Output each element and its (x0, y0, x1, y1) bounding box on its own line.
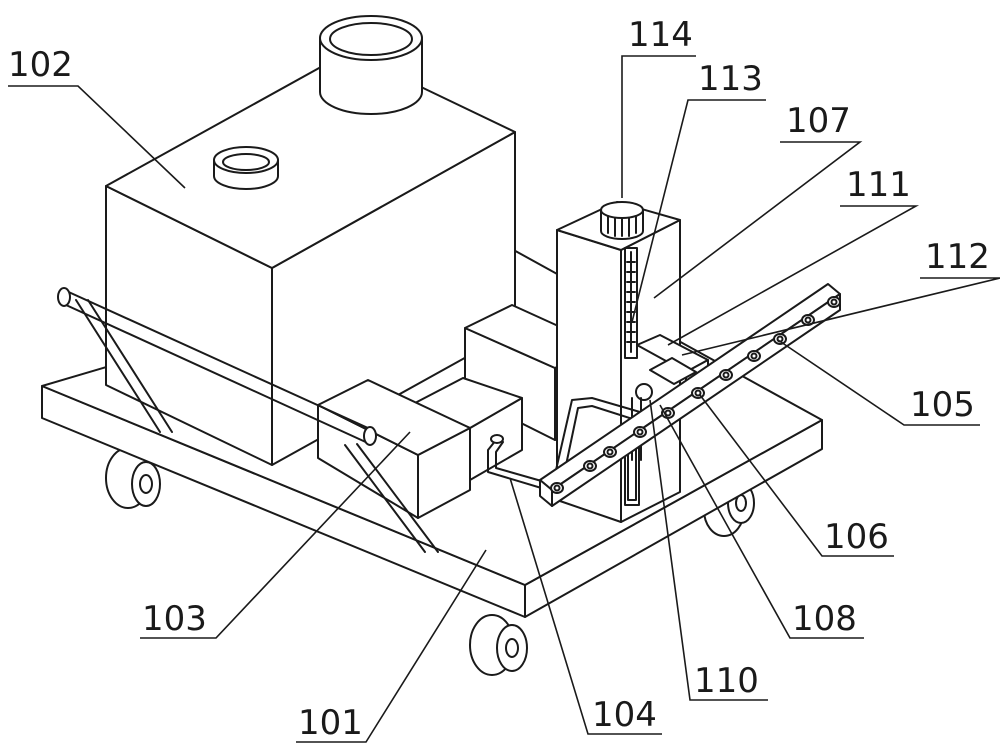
push-handle (57, 287, 439, 553)
label-114: 114 (628, 15, 693, 55)
screw-rod (626, 251, 636, 353)
label-104: 104 (592, 695, 657, 735)
leader-113 (631, 99, 766, 323)
label-110: 110 (694, 661, 759, 701)
label-106: 106 (824, 517, 889, 557)
label-103: 103 (142, 599, 207, 639)
leader-lines (8, 55, 1000, 743)
leader-110 (649, 399, 768, 701)
leader-111 (667, 205, 920, 346)
label-101: 101 (298, 703, 363, 743)
wheel-front (469, 614, 528, 676)
adjust-knob (600, 201, 644, 240)
leader-103 (140, 431, 411, 639)
water-pump (317, 379, 471, 519)
leader-106 (699, 394, 894, 557)
leader-112 (681, 277, 1000, 356)
wheel-rear-left (105, 447, 161, 509)
label-113: 113 (698, 59, 763, 99)
leader-108 (659, 404, 864, 639)
label-111: 111 (846, 165, 911, 205)
label-105: 105 (910, 385, 975, 425)
label-108: 108 (792, 599, 857, 639)
leader-114 (621, 55, 696, 198)
leader-107 (653, 141, 863, 299)
part-labels: 102 114 113 107 111 112 105 106 108 110 … (8, 15, 990, 743)
label-112: 112 (925, 237, 990, 277)
tank-filler-cap (213, 146, 279, 190)
tank-inlet-pipe (319, 15, 423, 115)
leader-104 (509, 477, 662, 735)
label-107: 107 (786, 101, 851, 141)
label-102: 102 (8, 45, 73, 85)
water-hose (487, 434, 553, 491)
leader-101 (296, 549, 487, 743)
leader-105 (777, 339, 980, 426)
leader-102 (8, 85, 186, 189)
